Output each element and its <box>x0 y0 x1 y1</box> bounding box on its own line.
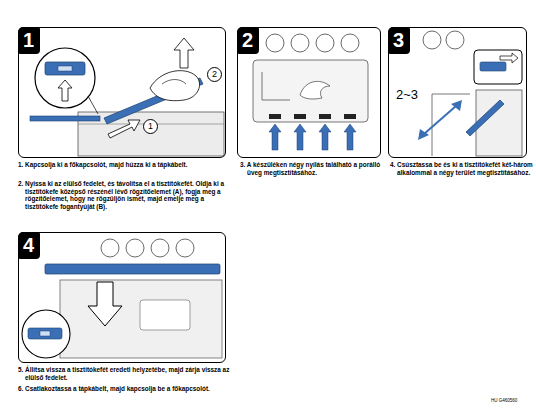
step-number: 3 <box>388 27 410 54</box>
toner-port <box>176 239 194 257</box>
slot-arrow <box>319 124 331 150</box>
slot-arrow <box>269 124 281 150</box>
machine-edge <box>432 94 470 156</box>
step-panel: 4 <box>18 232 226 363</box>
machine-edge <box>262 72 290 100</box>
leader-line <box>88 96 98 114</box>
motion-arrow <box>424 106 456 134</box>
insert-arrow <box>500 53 518 63</box>
detail-inset <box>35 48 95 108</box>
brush-detail <box>28 328 62 339</box>
brush-detail <box>480 62 506 71</box>
instruction-text: 5. Állítsa vissza a tisztítókefét eredet… <box>18 366 230 381</box>
figure-code: HU G460560 <box>490 398 518 403</box>
machine-interior <box>253 60 368 122</box>
slot <box>344 114 356 119</box>
slide-arrow <box>108 120 140 138</box>
detail-inset <box>474 50 522 84</box>
hand-finger <box>162 80 186 85</box>
callout-number: 2 <box>212 70 217 79</box>
toner-port <box>266 34 284 52</box>
step-number: 1 <box>18 27 40 54</box>
step-number: 2 <box>237 27 259 54</box>
toner-port <box>101 239 119 257</box>
insert-arrow <box>88 282 122 326</box>
callout-circle: 1 <box>143 119 158 134</box>
brush-clip <box>58 66 72 71</box>
toner-port <box>316 34 334 52</box>
toner-port <box>126 239 144 257</box>
instruction-text: 6. Csatlakoztassa a tápkábelt, majd kapc… <box>18 385 230 393</box>
machine-interior <box>60 280 222 358</box>
instruction-text: 1. Kapcsolja ki a főkapcsolót, majd húzz… <box>18 161 230 169</box>
slot <box>319 114 331 119</box>
toner-port <box>151 239 169 257</box>
slot-arrow <box>344 124 356 150</box>
machine-part <box>140 300 190 330</box>
hand <box>150 71 200 101</box>
arrow-head <box>418 129 429 140</box>
step-panel: 2 <box>237 27 381 158</box>
toner-port <box>291 34 309 52</box>
detail-inset <box>22 310 70 358</box>
instruction-text: 2. Nyissa ki az elülső fedelet, és távol… <box>18 180 230 211</box>
toner-port <box>341 34 359 52</box>
brush-detail <box>45 62 85 75</box>
toner-port <box>446 31 464 49</box>
brush-clip <box>40 331 50 336</box>
callout-number: 1 <box>148 122 153 131</box>
step-number: 4 <box>18 232 40 259</box>
lift-arrow <box>174 38 194 68</box>
cleaning-brush <box>30 116 100 121</box>
slot-arrow <box>294 124 306 150</box>
slot <box>269 114 281 119</box>
instruction-text: 4. Csúsztassa be és ki a tisztítókefét k… <box>390 161 533 176</box>
callout-circle: 2 <box>207 67 222 82</box>
arrow-head <box>451 100 462 111</box>
toner-port <box>423 31 441 49</box>
repeat-count: 2~3 <box>395 87 419 102</box>
lift-arrow <box>58 80 72 101</box>
machine-part <box>300 81 330 99</box>
instruction-text: 3. A készüléken négy nyílás található a … <box>240 161 387 176</box>
brush-handle <box>466 100 504 136</box>
cleaning-brush <box>45 264 220 274</box>
step-panel: 1 1 2 <box>18 27 226 158</box>
slot <box>294 114 306 119</box>
